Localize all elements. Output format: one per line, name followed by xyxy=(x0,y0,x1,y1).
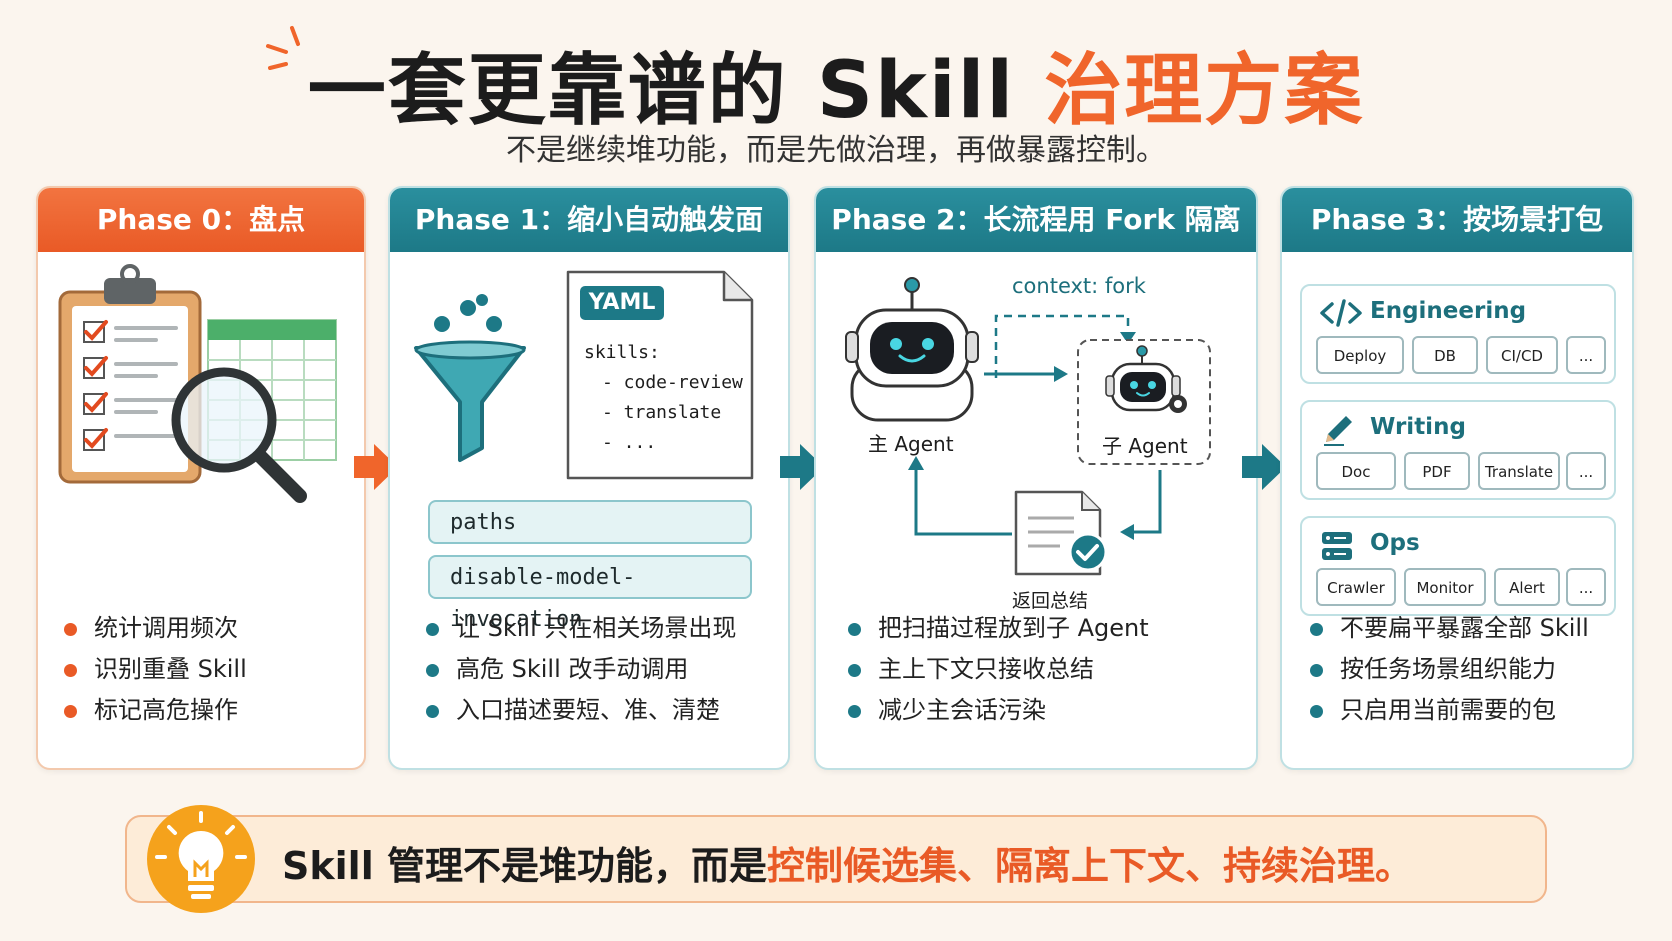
phase-1-illustration xyxy=(414,270,754,480)
code-brackets-icon xyxy=(1320,299,1362,327)
return-summary-label: 返回总结 xyxy=(1012,590,1089,612)
phase-1-title: Phase 1：缩小自动触发面 xyxy=(390,188,788,252)
yaml-line: - translate xyxy=(602,402,722,423)
phase-0-card: Phase 0：盘点 xyxy=(36,186,366,770)
page-subtitle: 不是继续堆功能，而是先做治理，再做暴露控制。 xyxy=(506,133,1166,168)
phase-1-bullet: 高危 Skill 改手动调用 xyxy=(426,649,736,690)
chip-more[interactable]: ... xyxy=(1566,568,1606,606)
chip-alert[interactable]: Alert xyxy=(1494,568,1560,606)
chip-db[interactable]: DB xyxy=(1412,336,1478,374)
group-name: Writing xyxy=(1370,414,1466,440)
spark-right-icon xyxy=(1304,64,1340,112)
chip-cicd[interactable]: CI/CD xyxy=(1486,336,1558,374)
phase-1-bullet: 入口描述要短、准、清楚 xyxy=(426,690,736,731)
phase-0-bullet: 标记高危操作 xyxy=(64,690,247,731)
clipboard-checklist-magnifier-icon xyxy=(58,264,337,503)
lightbulb-icon xyxy=(147,805,255,913)
phase-3-bullet: 不要扁平暴露全部 Skill xyxy=(1310,608,1589,649)
phase-0-bullet: 识别重叠 Skill xyxy=(64,649,247,690)
funnel-icon xyxy=(414,294,526,462)
group-name: Ops xyxy=(1370,530,1420,556)
title-main: 一套更靠谱的 Skill xyxy=(307,46,1045,136)
disable-model-invocation-pill: disable-model-invocation xyxy=(428,555,752,632)
summary-text-highlight: 控制候选集、隔离上下文、持续治理。 xyxy=(766,844,1413,888)
summary-banner: Skill 管理不是堆功能，而是控制候选集、隔离上下文、持续治理。 xyxy=(125,805,1547,913)
chip-deploy[interactable]: Deploy xyxy=(1316,336,1404,374)
package-group-ops[interactable]: Ops Crawler Monitor Alert ... xyxy=(1300,516,1616,616)
group-name: Engineering xyxy=(1370,298,1527,324)
yaml-line: skills: xyxy=(584,342,660,363)
yaml-document xyxy=(566,270,754,480)
pencil-icon xyxy=(1324,416,1352,446)
yaml-badge: YAML xyxy=(588,290,656,315)
phase-2-title: Phase 2：长流程用 Fork 隔离 xyxy=(816,188,1256,252)
chip-more[interactable]: ... xyxy=(1566,452,1606,490)
phase-3-bullet: 按任务场景组织能力 xyxy=(1310,649,1589,690)
main-robot-icon xyxy=(845,277,979,422)
yaml-line: - code-review xyxy=(602,372,743,393)
phase-0-bullet: 统计调用频次 xyxy=(64,608,247,649)
arrow-right-icon xyxy=(780,444,824,490)
phase-3-bullet: 只启用当前需要的包 xyxy=(1310,690,1589,731)
phase-3-card: Phase 3：按场景打包 Engineering Deploy DB CI/C… xyxy=(1280,186,1634,770)
context-fork-label: context: fork xyxy=(1012,274,1146,298)
page-title: 一套更靠谱的 Skill 治理方案 xyxy=(0,28,1672,140)
spark-left-icon xyxy=(266,26,300,70)
chip-crawler[interactable]: Crawler xyxy=(1316,568,1396,606)
phase-2-bullet: 把扫描过程放到子 Agent xyxy=(848,608,1149,649)
package-group-engineering[interactable]: Engineering Deploy DB CI/CD ... xyxy=(1300,284,1616,384)
paths-pill: paths xyxy=(428,500,752,544)
chip-translate[interactable]: Translate xyxy=(1478,452,1560,490)
main-agent-label: 主 Agent xyxy=(868,432,954,456)
chip-monitor[interactable]: Monitor xyxy=(1404,568,1486,606)
summary-text-plain: Skill 管理不是堆功能，而是 xyxy=(282,844,767,888)
chip-more[interactable]: ... xyxy=(1566,336,1606,374)
phase-2-card: Phase 2：长流程用 Fork 隔离 xyxy=(814,186,1258,770)
sub-robot-icon xyxy=(1105,345,1187,413)
summary-document-icon xyxy=(1014,490,1108,576)
title-accent: 治理方案 xyxy=(1044,46,1365,136)
yaml-line: - ... xyxy=(602,432,657,453)
phase-2-bullet: 主上下文只接收总结 xyxy=(848,649,1149,690)
package-group-writing[interactable]: Writing Doc PDF Translate ... xyxy=(1300,400,1616,500)
arrow-right-icon xyxy=(354,444,398,490)
chip-pdf[interactable]: PDF xyxy=(1404,452,1470,490)
server-icon xyxy=(1322,532,1352,560)
sub-agent-label: 子 Agent xyxy=(1102,434,1188,458)
phase-0-title: Phase 0：盘点 xyxy=(38,188,364,252)
yaml-content: skills: - code-review - translate - ... xyxy=(584,338,743,458)
summary-text: Skill 管理不是堆功能，而是控制候选集、隔离上下文、持续治理。 xyxy=(282,835,1413,890)
phase-3-title: Phase 3：按场景打包 xyxy=(1282,188,1632,252)
phase-1-bullet: 让 Skill 只在相关场景出现 xyxy=(426,608,736,649)
fork-flow-diagram xyxy=(845,277,1211,576)
phase-2-bullet: 减少主会话污染 xyxy=(848,690,1149,731)
arrow-right-icon xyxy=(1242,444,1286,490)
chip-doc[interactable]: Doc xyxy=(1316,452,1396,490)
phase-1-card: Phase 1：缩小自动触发面 YAML skills: - code-revi… xyxy=(388,186,790,770)
